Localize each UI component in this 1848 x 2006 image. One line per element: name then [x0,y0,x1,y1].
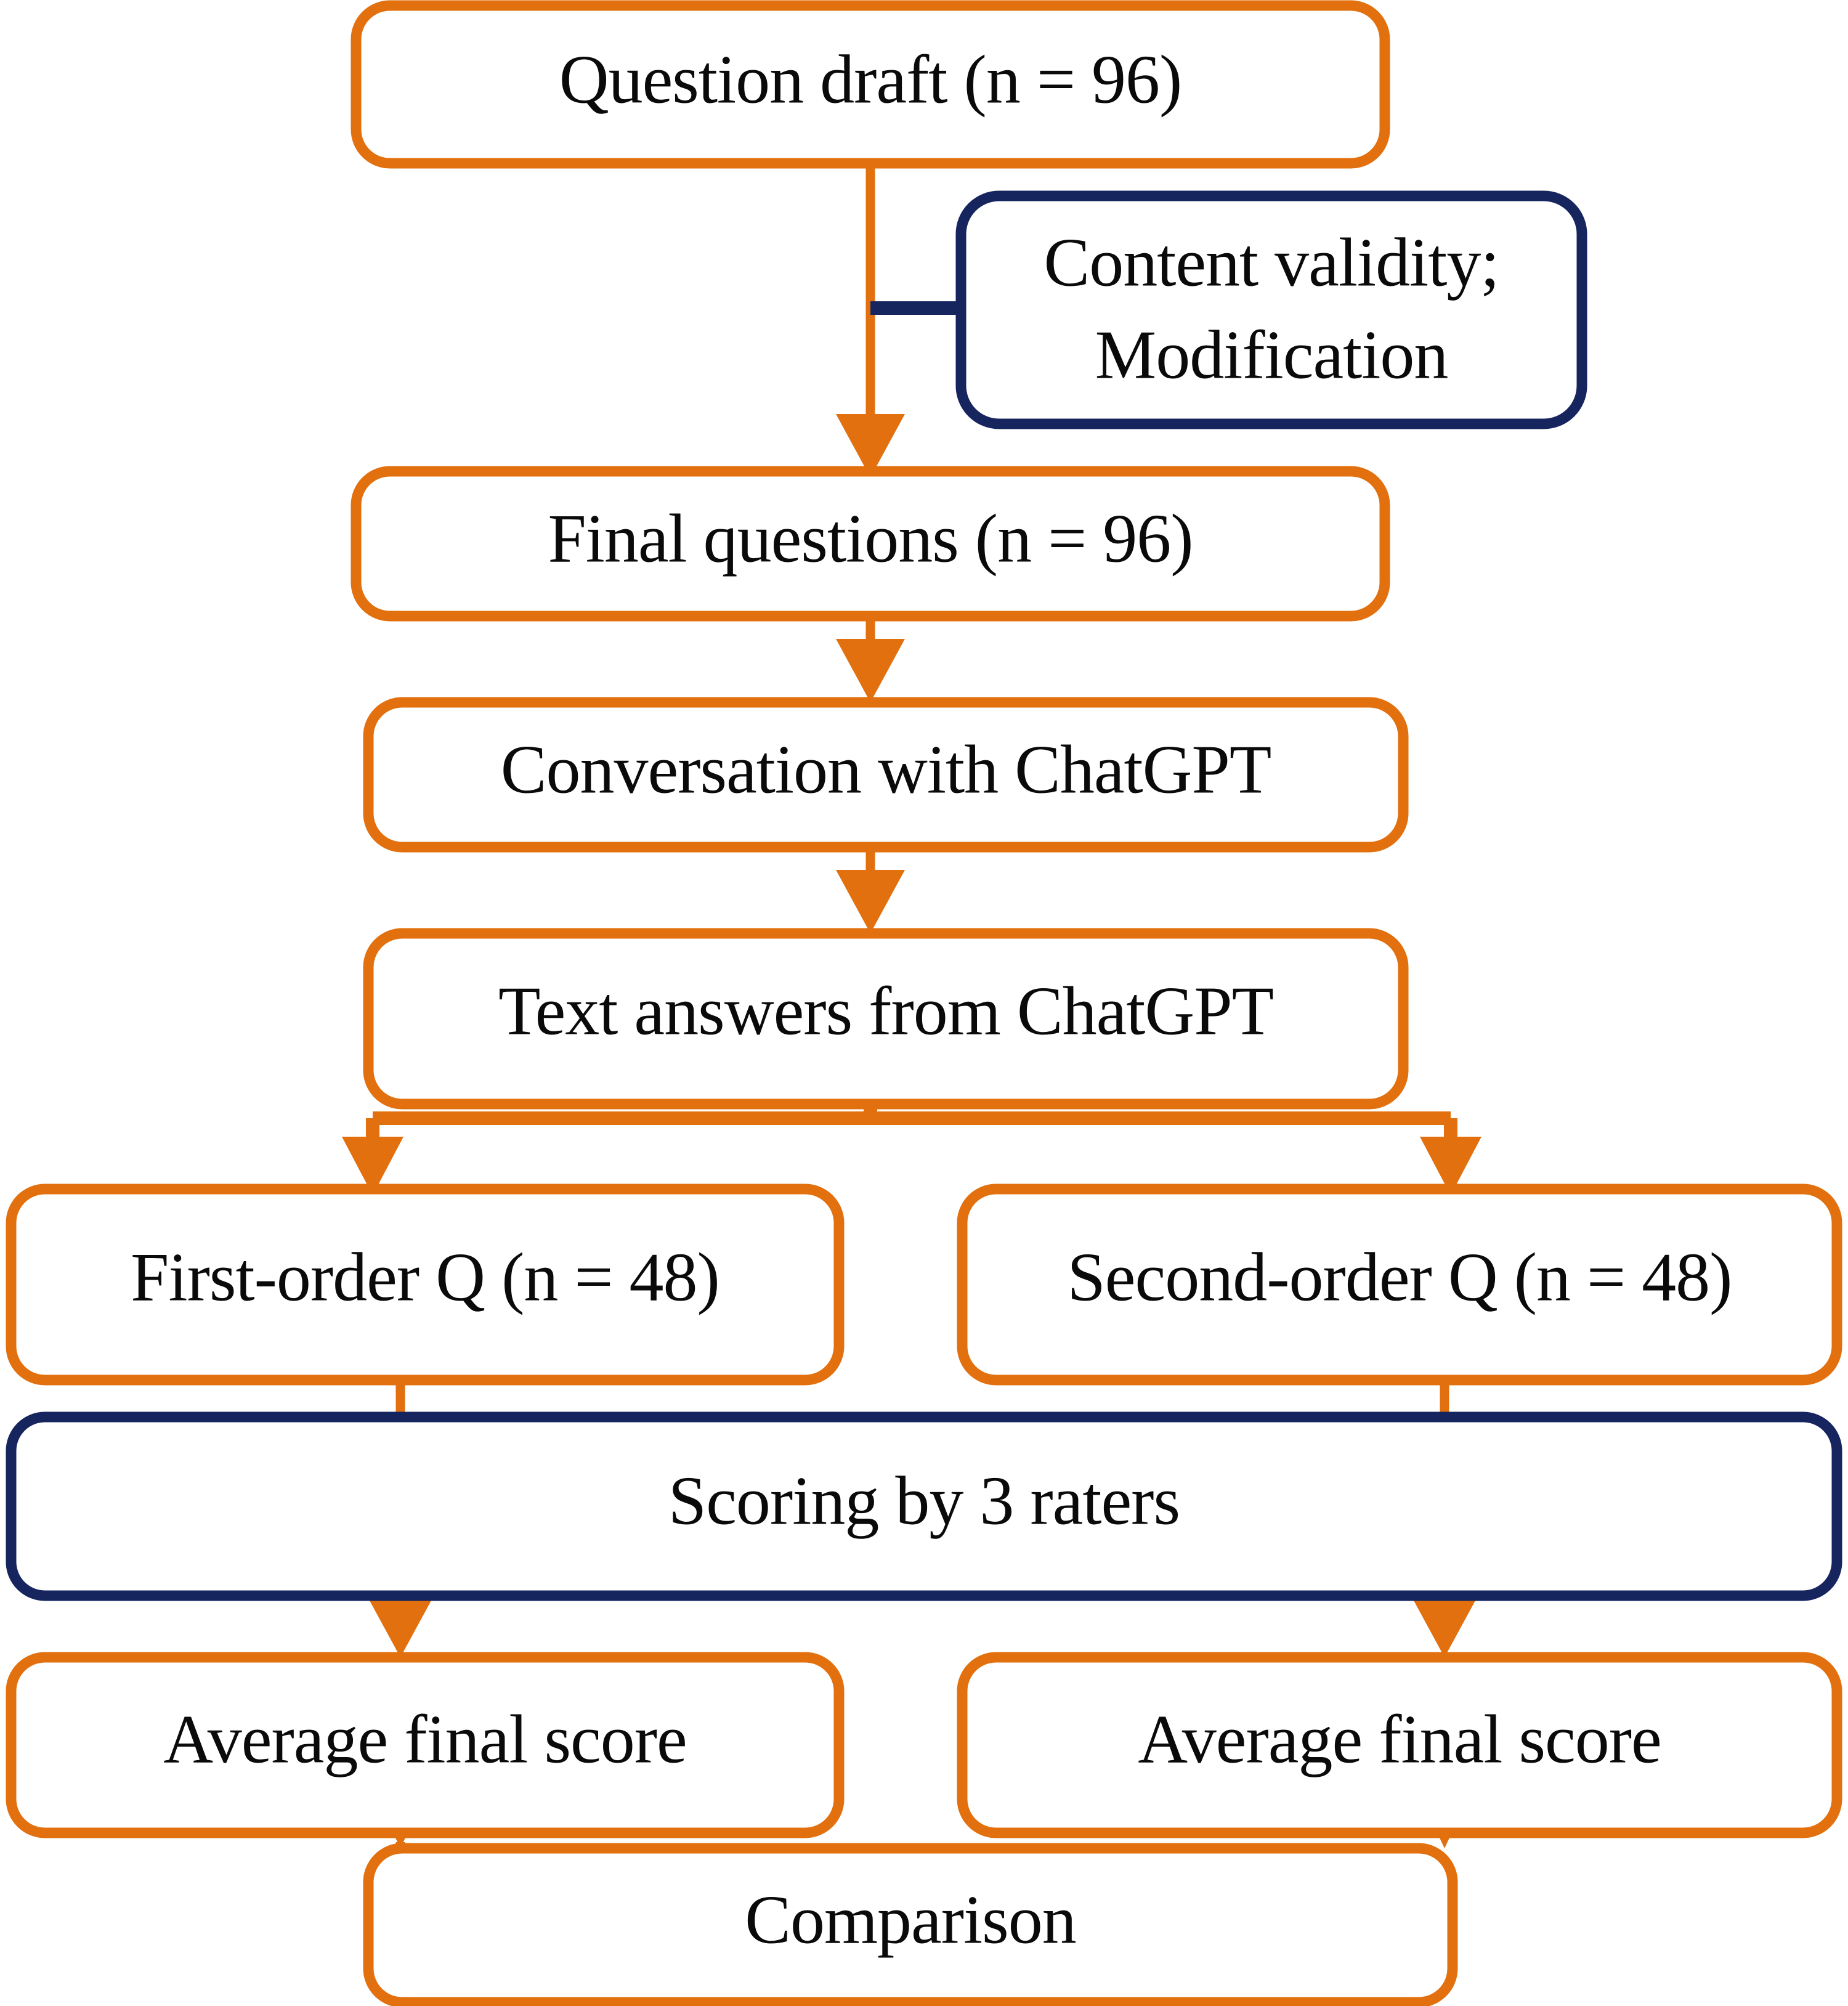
node-content-validity-label-line1: Content validity; [1044,225,1499,301]
node-avg-score-left[interactable]: Average final score [6,1652,845,1838]
node-text-answers-label: Text answers from ChatGPT [498,973,1273,1050]
node-second-order-q-label: Second-order Q (n = 48) [1068,1240,1732,1316]
node-comparison[interactable]: Comparison [363,1843,1458,2006]
node-question-draft[interactable]: Question draft (n = 96) [351,0,1390,169]
connector-conversation-to-answers [836,847,905,933]
connector-scoring-to-avg-left [370,1596,431,1657]
node-question-draft-label: Question draft (n = 96) [559,42,1182,118]
node-text-answers[interactable]: Text answers from ChatGPT [363,928,1409,1110]
node-avg-score-right-label: Average final score [1138,1702,1661,1778]
node-first-order-q-label: First-order Q (n = 48) [131,1240,719,1316]
node-avg-score-left-label: Average final score [163,1702,687,1778]
node-scoring[interactable]: Scoring by 3 raters [6,1411,1842,1601]
connector-draft-to-final [836,163,905,477]
connector-scoring-to-avg-right [1414,1596,1475,1657]
node-final-questions-label: Final questions (n = 96) [548,501,1193,577]
node-conversation-label: Conversation with ChatGPT [501,732,1271,808]
node-second-order-q[interactable]: Second-order Q (n = 48) [957,1184,1842,1386]
node-first-order-q[interactable]: First-order Q (n = 48) [6,1184,845,1386]
node-comparison-label: Comparison [745,1882,1076,1959]
node-scoring-label: Scoring by 3 raters [668,1463,1180,1540]
node-conversation[interactable]: Conversation with ChatGPT [363,697,1409,853]
node-avg-score-right[interactable]: Average final score [957,1652,1842,1838]
node-final-questions[interactable]: Final questions (n = 96) [351,466,1390,622]
connector-final-to-conversation [836,616,905,702]
node-content-validity[interactable]: Content validity; Modification [955,190,1587,429]
node-content-validity-label-line2: Modification [1095,317,1448,394]
connector-answers-split [342,1103,1481,1195]
